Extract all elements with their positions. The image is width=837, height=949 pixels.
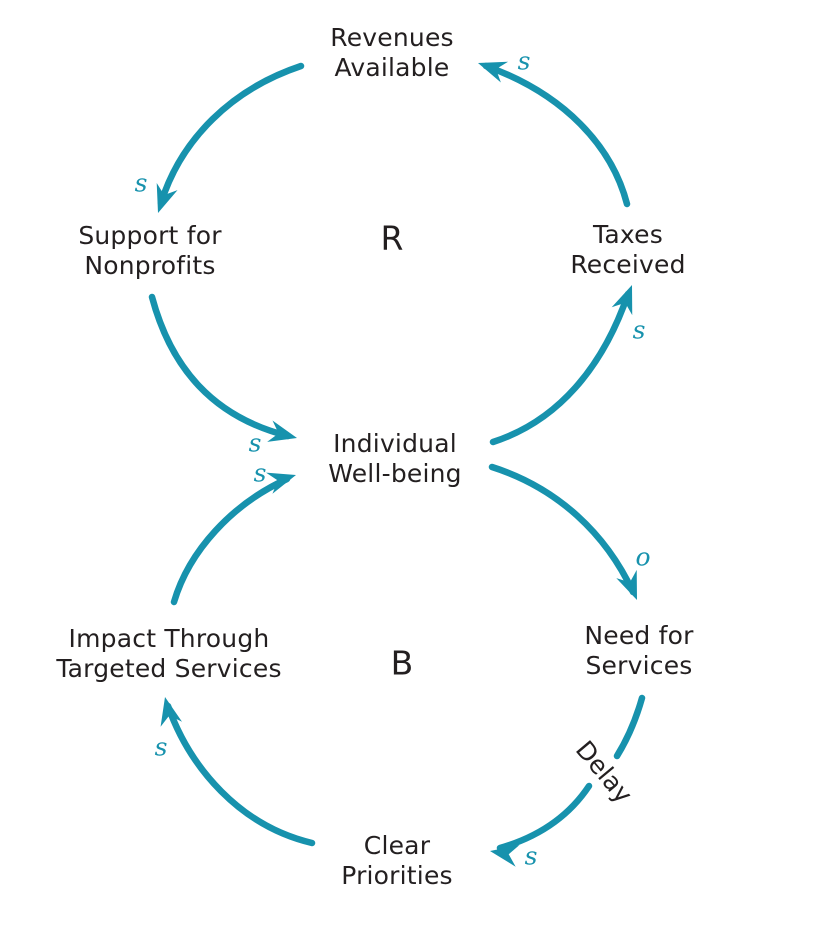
node-label-line: Targeted Services [56, 654, 282, 683]
node-impact-through-targeted-services: Impact Through Targeted Services [56, 624, 281, 684]
arrow-individual-to-need [488, 463, 637, 600]
node-label-line: Services [585, 651, 693, 680]
balancing-loop-label: B [390, 643, 414, 683]
arrow-impact-to-individual [170, 472, 296, 606]
arrow-need-to-clear [490, 694, 646, 867]
node-label-line: Support for [78, 221, 222, 250]
polarity-individual-to-need: o [635, 542, 651, 572]
arrow-individual-to-taxes [489, 285, 633, 446]
node-need-for-services: Need for Services [584, 621, 693, 681]
polarity-individual-to-taxes: s [632, 315, 646, 345]
arrow-clear-to-impact [160, 697, 316, 847]
node-label-line: Available [334, 53, 450, 82]
arrow-revenues-to-support [156, 62, 305, 213]
node-individual-well-being: Individual Well-being [328, 429, 461, 489]
node-label-line: Received [570, 250, 686, 279]
node-label-line: Individual [333, 429, 457, 458]
node-label-line: Clear [363, 831, 431, 860]
node-label-line: Revenues [330, 23, 454, 52]
node-label-line: Well-being [328, 459, 462, 488]
arrow-taxes-to-revenues [478, 61, 631, 208]
node-label-line: Impact Through [68, 624, 270, 653]
node-taxes-received: Taxes Received [570, 220, 685, 280]
polarity-need-to-clear: s [524, 841, 538, 871]
node-label-line: Priorities [341, 861, 453, 890]
node-label-line: Taxes [593, 220, 663, 249]
reinforcing-loop-label: R [380, 218, 404, 258]
node-label-line: Need for [584, 621, 694, 650]
arrow-support-to-individual [148, 293, 297, 442]
polarity-revenues-to-support: s [134, 168, 148, 198]
polarity-taxes-to-revenues: s [517, 46, 531, 76]
node-support-for-nonprofits: Support for Nonprofits [78, 221, 221, 281]
node-revenues-available: Revenues Available [330, 23, 454, 83]
node-clear-priorities: Clear Priorities [341, 831, 453, 891]
node-label-line: Nonprofits [84, 251, 216, 280]
polarity-impact-to-individual: s [253, 458, 267, 488]
polarity-support-to-individual: s [248, 428, 262, 458]
polarity-clear-to-impact: s [154, 732, 168, 762]
